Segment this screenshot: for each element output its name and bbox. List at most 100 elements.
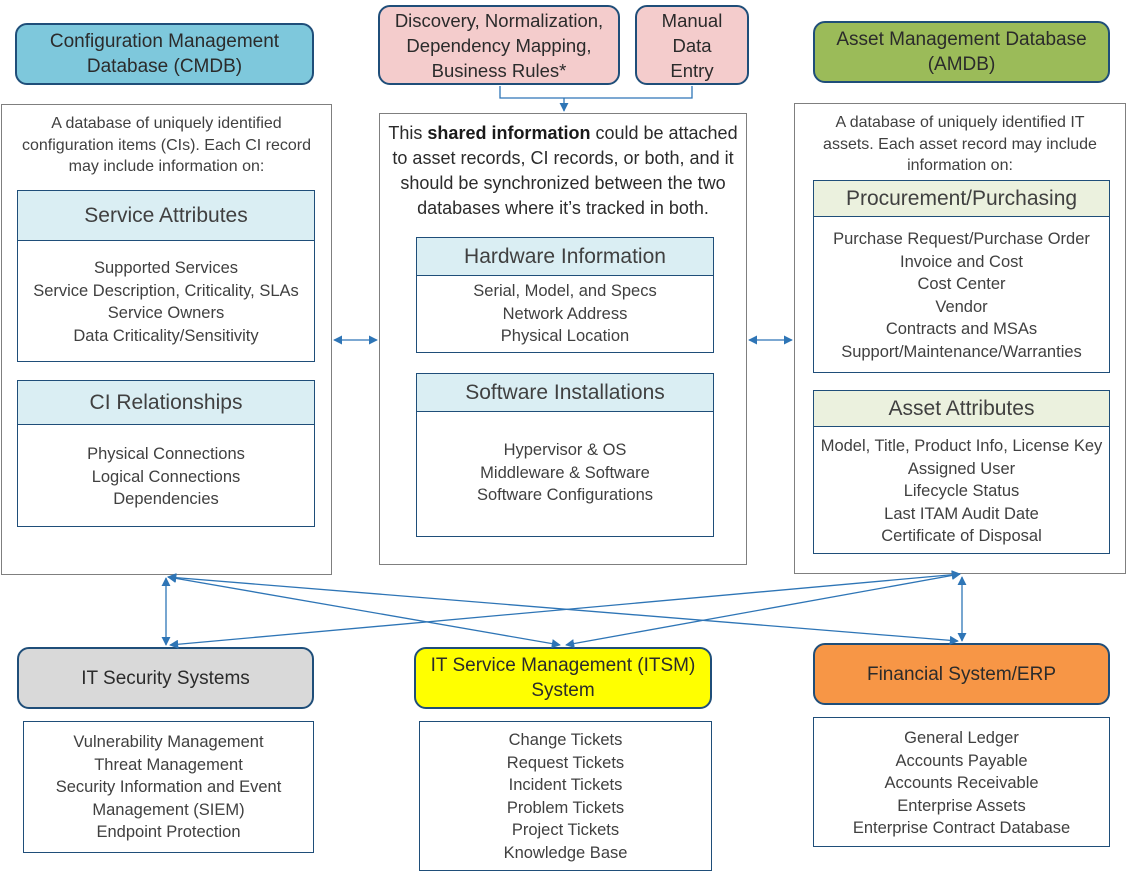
manual-line-2: Data [672, 34, 712, 56]
erp-list: General Ledger Accounts Payable Accounts… [814, 718, 1109, 840]
list-item: Cost Center [917, 275, 1006, 293]
list-item: General Ledger [904, 729, 1019, 747]
list-item: Project Tickets [511, 821, 620, 839]
hardware-information-header: Hardware Information [417, 238, 713, 276]
service-attributes-list: Supported Services Service Description, … [18, 241, 314, 347]
amdb-title-line-1: Asset Management Database [836, 29, 1087, 50]
ci-relationships-header: CI Relationships [18, 381, 314, 425]
asset-attributes-box: Asset Attributes Model, Title, Product I… [813, 390, 1110, 554]
list-item: Certificate of Disposal [881, 527, 1042, 545]
list-item: Vulnerability Management [73, 733, 264, 751]
cmdb-desc-line-2: configuration items (CIs). Each CI recor… [22, 136, 311, 154]
ci-relationships-list: Physical Connections Logical Connections… [18, 425, 314, 511]
procurement-purchasing-list: Purchase Request/Purchase Order Invoice … [814, 217, 1109, 363]
list-item: Physical Connections [87, 445, 245, 463]
security-list: Vulnerability Management Threat Manageme… [24, 722, 313, 844]
hardware-information-box: Hardware Information Serial, Model, and … [416, 237, 714, 353]
shared-desc-bold: shared information [427, 123, 591, 143]
amdb-desc-line-3: information on: [907, 157, 1013, 174]
list-item: Enterprise Contract Database [852, 819, 1071, 837]
list-item: Software Configurations [476, 486, 654, 504]
list-item: Hypervisor & OS [503, 441, 627, 459]
amdb-description: A database of uniquely identified IT ass… [794, 112, 1126, 177]
service-attributes-header: Service Attributes [18, 191, 314, 241]
itsm-details-box: Change Tickets Request Tickets Incident … [419, 721, 712, 871]
list-item: Lifecycle Status [903, 482, 1020, 500]
manual-line-3: Entry [670, 59, 714, 81]
list-item: Endpoint Protection [96, 823, 241, 841]
list-item: Network Address [502, 304, 628, 323]
cmdb-erp-arrow [167, 573, 959, 645]
list-item: Request Tickets [506, 753, 625, 772]
list-item: Assigned User [907, 459, 1016, 478]
list-item: Knowledge Base [503, 843, 628, 862]
amdb-security-arrow [169, 570, 961, 649]
discovery-source-box: Discovery, Normalization, Dependency Map… [378, 5, 620, 85]
hardware-information-list: Serial, Model, and Specs Network Address… [417, 276, 713, 348]
list-item: Model, Title, Product Info, License Key [820, 437, 1103, 455]
software-installations-list: Hypervisor & OS Middleware & Software So… [417, 412, 713, 507]
amdb-desc-line-1: A database of uniquely identified IT [835, 114, 1085, 131]
it-security-systems-box: IT Security Systems [17, 647, 314, 709]
cmdb-desc-line-3: may include information on: [68, 158, 265, 175]
service-attributes-box: Service Attributes Supported Services Se… [17, 190, 315, 362]
financial-system-erp-box: Financial System/ERP [813, 643, 1110, 705]
itsm-list: Change Tickets Request Tickets Incident … [420, 722, 711, 864]
discovery-line-2: Dependency Mapping, [406, 34, 592, 56]
asset-attributes-header: Asset Attributes [814, 391, 1109, 427]
manual-line-1: Manual [661, 9, 723, 31]
procurement-purchasing-header: Procurement/Purchasing [814, 181, 1109, 217]
list-item: Service Owners [107, 304, 225, 322]
list-item: Dependencies [113, 490, 219, 508]
shared-desc-line-4: databases where it’s tracked in both. [417, 198, 709, 218]
list-item: Contracts and MSAs [885, 320, 1038, 338]
erp-details-box: General Ledger Accounts Payable Accounts… [813, 717, 1110, 847]
amdb-title-box: Asset Management Database (AMDB) [813, 21, 1110, 83]
list-item: Change Tickets [508, 731, 623, 749]
list-item: Middleware & Software [480, 463, 650, 482]
list-item: Vendor [935, 297, 988, 316]
list-item: Accounts Payable [895, 751, 1028, 770]
list-item: Physical Location [500, 327, 630, 345]
list-item: Data Criticality/Sensitivity [73, 326, 259, 345]
amdb-title-line-2: (AMDB) [927, 54, 996, 75]
list-item: Logical Connections [91, 467, 241, 486]
procurement-purchasing-box: Procurement/Purchasing Purchase Request/… [813, 180, 1110, 373]
ci-relationships-box: CI Relationships Physical Connections Lo… [17, 380, 315, 527]
list-item: Security Information and Event [55, 778, 282, 796]
itsm-system-box: IT Service Management (ITSM) System [414, 647, 712, 709]
amdb-desc-line-2: assets. Each asset record may include [823, 135, 1097, 153]
discovery-line-1: Discovery, Normalization, [394, 9, 604, 31]
asset-attributes-list: Model, Title, Product Info, License Key … [814, 427, 1109, 548]
software-installations-header: Software Installations [417, 374, 713, 412]
erp-title: Financial System/ERP [866, 663, 1056, 685]
cmdb-description: A database of uniquely identified config… [1, 113, 332, 178]
list-item: Management (SIEM) [92, 800, 245, 819]
list-item: Accounts Receivable [884, 774, 1039, 792]
it-security-title: IT Security Systems [81, 667, 250, 689]
discovery-line-3: Business Rules* [431, 59, 567, 81]
cmdb-title-line-1: Configuration Management [49, 31, 280, 52]
itsm-title-line-1: IT Service Management (ITSM) [430, 655, 696, 676]
cmdb-title-box: Configuration Management Database (CMDB) [15, 23, 314, 85]
shared-desc-line-3: should be synchronized between the two [400, 173, 726, 193]
list-item: Purchase Request/Purchase Order [833, 230, 1090, 248]
itsm-title-line-2: System [531, 680, 595, 701]
list-item: Threat Management [94, 755, 243, 774]
list-item: Enterprise Assets [897, 796, 1026, 815]
cmdb-title-line-2: Database (CMDB) [86, 56, 243, 77]
list-item: Supported Services [94, 259, 238, 277]
manual-entry-box: Manual Data Entry [635, 5, 749, 85]
list-item: Problem Tickets [506, 798, 625, 817]
cmdb-itsm-arrow [167, 573, 561, 649]
list-item: Incident Tickets [508, 776, 623, 794]
software-installations-box: Software Installations Hypervisor & OS M… [416, 373, 714, 537]
shared-desc-rest: could be attached [595, 123, 738, 143]
shared-desc-line-1: This shared information could be attache… [381, 121, 745, 146]
list-item: Invoice and Cost [900, 252, 1023, 271]
cmdb-desc-line-1: A database of uniquely identified [51, 115, 282, 132]
shared-desc-pre: This [388, 123, 428, 143]
list-item: Support/Maintenance/Warranties [841, 342, 1082, 361]
shared-description: This shared information could be attache… [381, 121, 745, 221]
security-details-box: Vulnerability Management Threat Manageme… [23, 721, 314, 853]
